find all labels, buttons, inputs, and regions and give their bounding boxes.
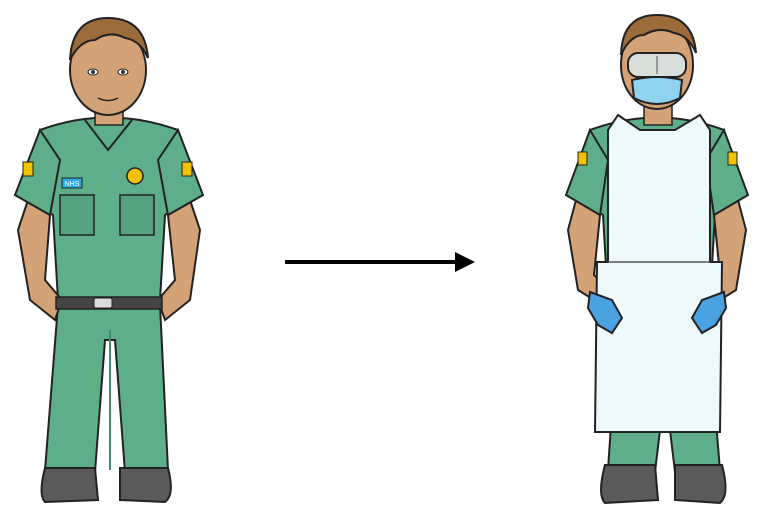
- name-tag-text: NHS: [65, 181, 80, 188]
- left-boot: [601, 465, 658, 503]
- paramedic-figure-after: [550, 0, 764, 513]
- trousers: [45, 305, 168, 472]
- face-mask-icon: [632, 77, 682, 104]
- right-boot: [120, 468, 171, 502]
- arrow-right-icon: [280, 248, 480, 278]
- right-boot: [675, 465, 726, 503]
- apron-icon: [595, 115, 722, 432]
- paramedic-figure-before: NHS: [0, 0, 220, 513]
- paramedic-ppe-illustration: [550, 0, 764, 513]
- left-boot: [42, 468, 99, 502]
- chest-badge: [127, 168, 143, 184]
- left-shoulder-badge: [23, 162, 33, 176]
- right-shoulder-badge: [182, 162, 192, 176]
- paramedic-illustration: NHS: [0, 0, 220, 513]
